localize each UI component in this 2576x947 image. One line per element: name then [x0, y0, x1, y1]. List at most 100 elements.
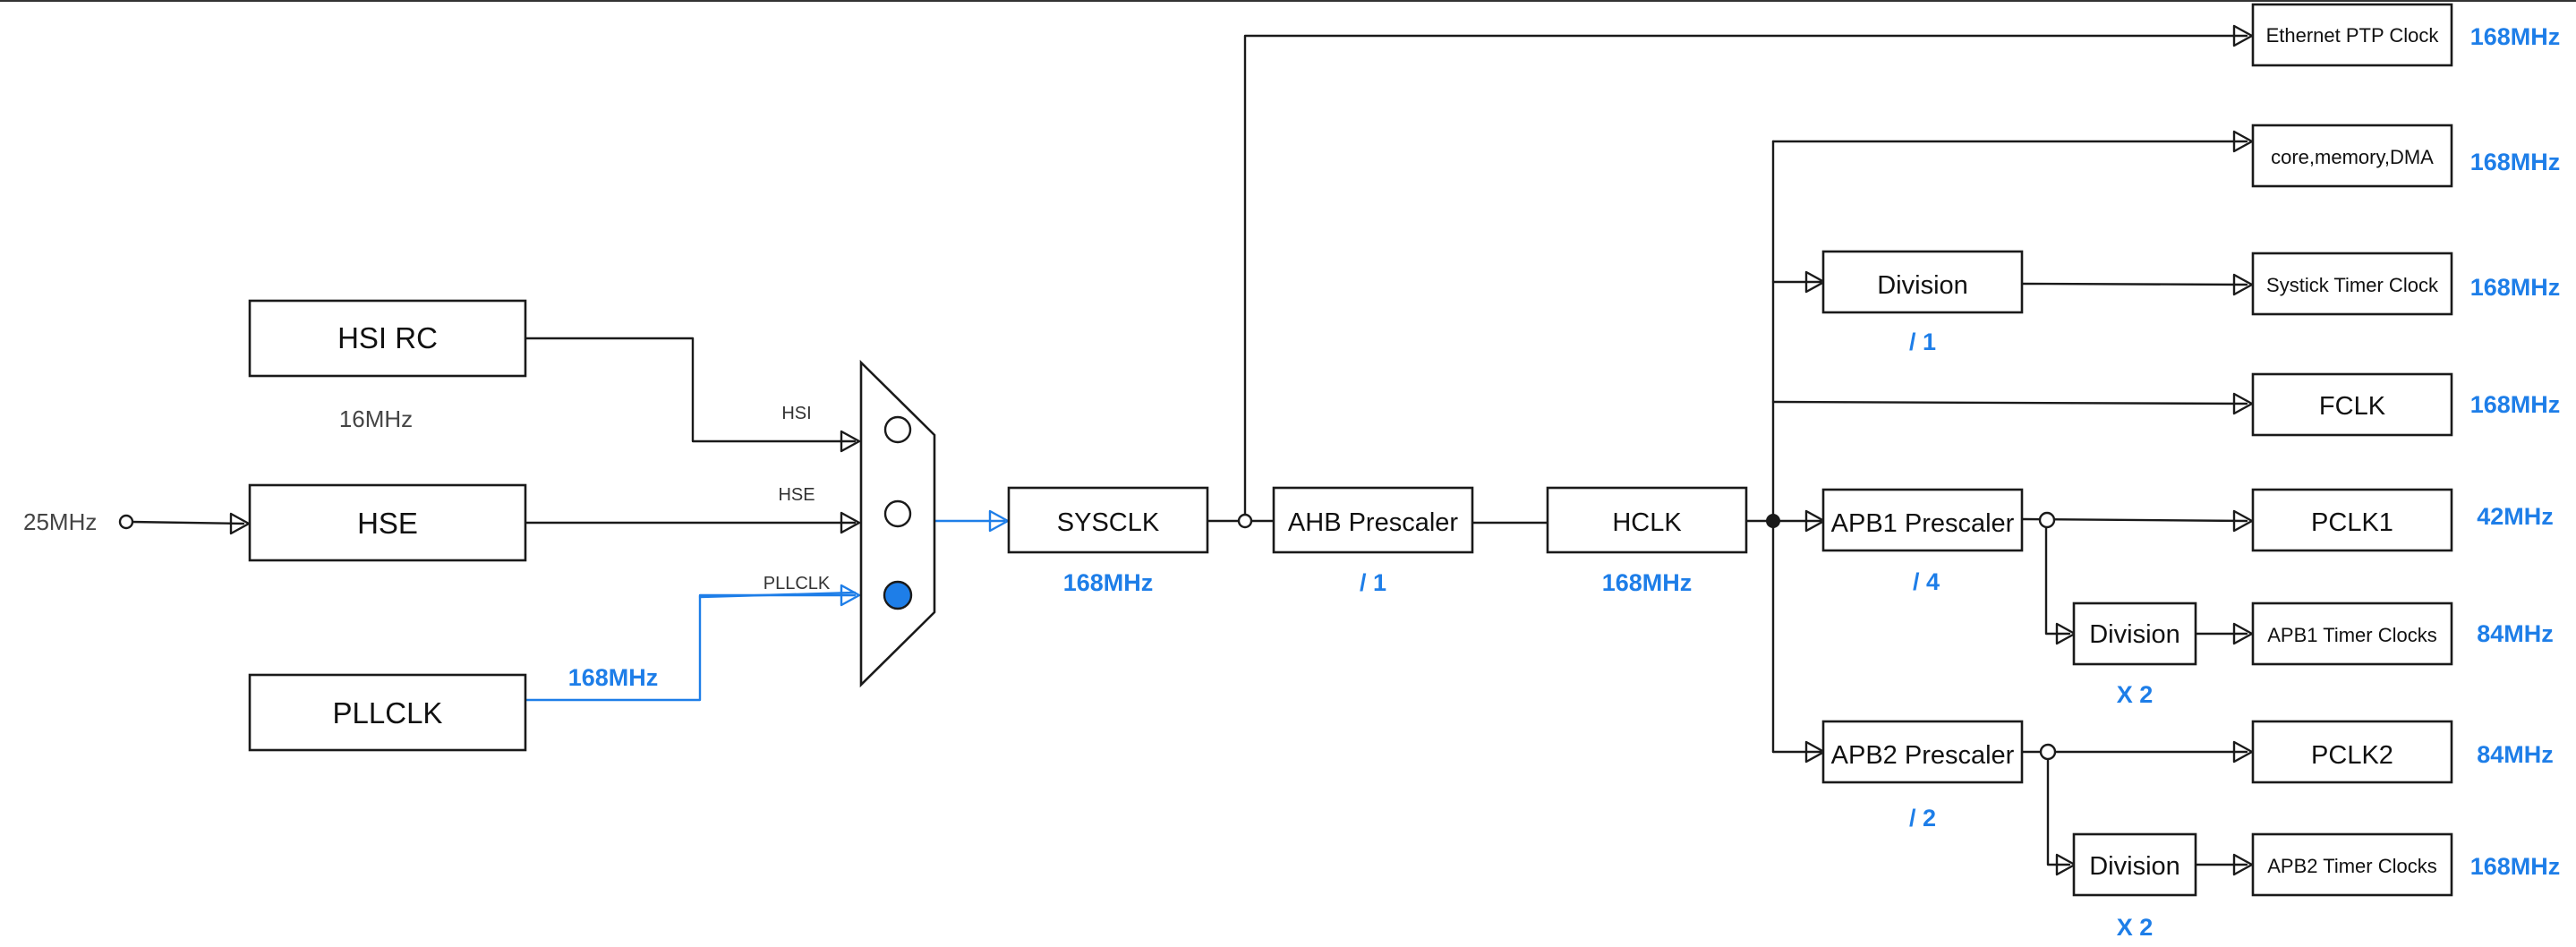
apb1-division-box: [2072, 601, 2197, 666]
hse-input-freq: 25MHz: [23, 508, 97, 535]
junction-hclk: [1766, 514, 1780, 528]
hse-box: [248, 483, 527, 562]
arrow-pclk1: [2232, 509, 2254, 533]
arrow-apb1: [1804, 509, 1826, 533]
hsi-rc-box: [248, 299, 527, 378]
apb1-prescaler-box: [1821, 488, 2024, 552]
mux-input-hsi: [883, 415, 912, 444]
apb1-timer-freq: 84MHz: [2477, 620, 2554, 647]
hclk-label: HCLK: [1612, 508, 1682, 537]
hclk-box: [1546, 486, 1748, 554]
hsi-freq: 16MHz: [339, 405, 413, 432]
pclk1-freq: 42MHz: [2477, 503, 2554, 530]
pclk2-freq: 84MHz: [2477, 741, 2554, 768]
arrow-apb1-div: [2055, 622, 2077, 645]
apb2-timer-freq: 168MHz: [2470, 853, 2561, 880]
arrow-core: [2232, 130, 2254, 153]
mux-label-hsi: HSI: [781, 404, 811, 423]
fclk-label: FCLK: [2319, 392, 2386, 421]
clock-mux: [859, 359, 936, 688]
apb2-label: APB2 Prescaler: [1831, 741, 2015, 770]
arrow-apb2-div: [2055, 853, 2077, 876]
arrow-sysclk: [988, 509, 1010, 533]
apb1-divider: / 4: [1913, 568, 1940, 595]
arrowheads: [229, 24, 2254, 876]
junction-apb1: [2038, 511, 2056, 529]
wire-systick-div-out: [2021, 282, 2248, 286]
labels: HSI RC 16MHz HSE 25MHz PLLCLK 168MHz HSI…: [23, 23, 2560, 941]
ethernet-label: Ethernet PTP Clock: [2266, 24, 2440, 47]
apb1-division-multiplier: X 2: [2117, 681, 2154, 708]
pllclk-box: [248, 673, 527, 752]
ahb-label: AHB Prescaler: [1288, 508, 1459, 537]
arrow-mux-pllclk: [840, 584, 861, 607]
apb2-division-label: Division: [2089, 852, 2180, 881]
core-label: core,memory,DMA: [2271, 146, 2434, 168]
arrow-systick: [2232, 273, 2254, 296]
systick-division-label: Division: [1877, 271, 1968, 300]
hsi-rc-label: HSI RC: [337, 321, 438, 354]
hclk-freq: 168MHz: [1602, 569, 1693, 596]
junction-sysclk: [1237, 513, 1253, 529]
sysclk-label: SYSCLK: [1057, 508, 1160, 537]
wire-pllclk-double: [698, 591, 857, 599]
arrow-fclk: [2232, 392, 2254, 415]
apb1-timer-label: APB1 Timer Clocks: [2267, 624, 2437, 646]
arrow-ethernet: [2232, 24, 2254, 47]
apb2-division-box: [2072, 832, 2197, 897]
pllclk-label: PLLCLK: [333, 696, 443, 729]
pclk1-box: [2251, 488, 2453, 552]
pclk2-label: PCLK2: [2311, 741, 2393, 770]
apb2-division-multiplier: X 2: [2117, 914, 2154, 941]
pclk2-box: [2251, 720, 2453, 784]
junction-25mhz: [118, 514, 134, 530]
wire-hse-input: [129, 520, 245, 525]
arrow-hse-in: [229, 512, 251, 535]
mux-input-hse: [883, 499, 912, 528]
apb2-prescaler-box: [1821, 720, 2024, 784]
systick-division-divider: / 1: [1909, 328, 1936, 355]
systick-division-box: [1821, 250, 2024, 314]
junctions: [118, 511, 2057, 761]
wire-apb1-div-in: [2044, 519, 2071, 636]
arrow-apb2-timer: [2232, 853, 2254, 876]
fclk-freq: 168MHz: [2470, 391, 2561, 418]
wire-fclk: [1771, 400, 2248, 405]
arrow-systick-div: [1804, 270, 1826, 294]
wire-ethernet: [1243, 34, 2248, 523]
apb1-label: APB1 Prescaler: [1831, 509, 2015, 538]
mux-label-pllclk: PLLCLK: [763, 574, 831, 593]
systick-label: Systick Timer Clock: [2266, 274, 2439, 296]
ethernet-box: [2251, 3, 2453, 67]
core-box: [2251, 124, 2453, 188]
wire-apb2-div-in: [2046, 750, 2071, 866]
arrow-apb1-timer: [2232, 622, 2254, 645]
core-freq: 168MHz: [2470, 149, 2561, 175]
blocks: [248, 3, 2453, 897]
apb1-timer-box: [2251, 601, 2453, 666]
apb1-division-label: Division: [2089, 620, 2180, 649]
wires: [129, 34, 2248, 866]
sysclk-box: [1007, 486, 1209, 554]
apb2-divider: / 2: [1909, 805, 1936, 832]
wire-pclk1: [2021, 517, 2248, 523]
wire-hsi: [525, 337, 857, 443]
pllclk-freq: 168MHz: [568, 664, 659, 691]
arrow-apb2: [1804, 740, 1826, 764]
arrow-pclk2: [2232, 740, 2254, 764]
ethernet-freq: 168MHz: [2470, 23, 2561, 50]
arrow-mux-hsi: [840, 430, 861, 453]
arrow-mux-hse: [840, 511, 861, 534]
ahb-divider: / 1: [1360, 569, 1386, 596]
pclk1-label: PCLK1: [2311, 508, 2393, 537]
systick-freq: 168MHz: [2470, 274, 2561, 301]
junction-apb2: [2039, 743, 2057, 761]
fclk-box: [2251, 372, 2453, 437]
hse-label: HSE: [357, 507, 418, 540]
systick-box: [2251, 252, 2453, 316]
mux-label-hse: HSE: [778, 485, 815, 505]
mux-input-pllclk-selected: [883, 580, 913, 610]
apb2-timer-label: APB2 Timer Clocks: [2267, 855, 2437, 877]
apb2-timer-box: [2251, 832, 2453, 897]
